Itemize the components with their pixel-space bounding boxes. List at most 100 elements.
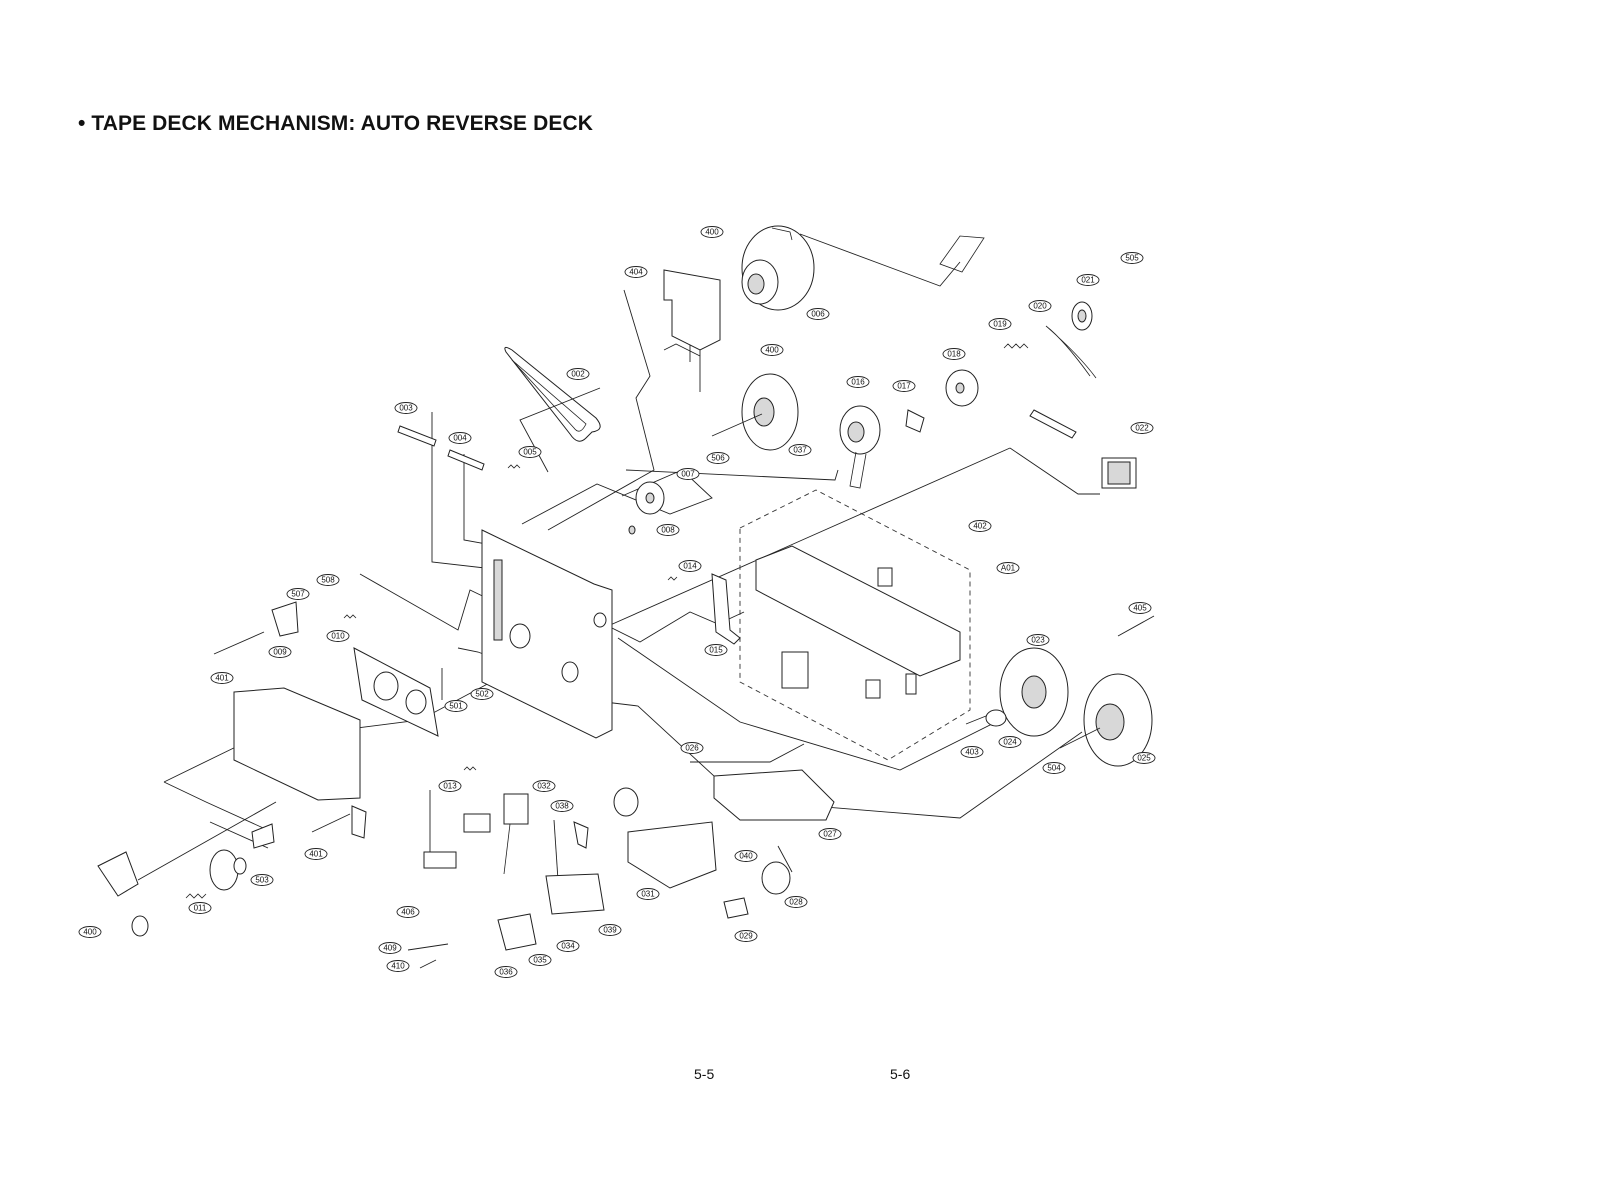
- callout-032: 032: [532, 780, 556, 792]
- svg-text:406: 406: [401, 908, 415, 917]
- parts: [97, 225, 1155, 969]
- screw-401: [213, 631, 265, 655]
- svg-text:029: 029: [739, 932, 753, 941]
- callout-039: 039: [598, 924, 622, 936]
- switch-lever: [939, 235, 985, 273]
- svg-text:004: 004: [453, 434, 467, 443]
- screw-401b: [311, 813, 351, 833]
- shaft-pin: [1029, 409, 1077, 439]
- callout-034: 034: [556, 940, 580, 952]
- svg-text:022: 022: [1135, 424, 1149, 433]
- roller-028: [761, 861, 791, 895]
- lever-015: [711, 573, 741, 645]
- svg-text:020: 020: [1033, 302, 1047, 311]
- svg-text:037: 037: [793, 446, 807, 455]
- callout-016: 016: [846, 376, 870, 388]
- svg-text:400: 400: [83, 928, 97, 937]
- svg-text:504: 504: [1047, 764, 1061, 773]
- callout-013: 013: [438, 780, 462, 792]
- svg-text:508: 508: [321, 576, 335, 585]
- svg-text:015: 015: [709, 646, 723, 655]
- slide-plate: [233, 687, 361, 801]
- callout-505: 505: [1120, 252, 1144, 264]
- callout-024: 024: [998, 736, 1022, 748]
- svg-text:507: 507: [291, 590, 305, 599]
- callout-403: 403: [960, 746, 984, 758]
- callout-508: 508: [316, 574, 340, 586]
- callout-026: 026: [680, 742, 704, 754]
- callout-028: 028: [784, 896, 808, 908]
- lever-assy: [627, 821, 717, 889]
- part-008: [628, 525, 636, 535]
- callout-504: 504: [1042, 762, 1066, 774]
- svg-text:010: 010: [331, 632, 345, 641]
- screw-410: [419, 959, 437, 969]
- svg-text:014: 014: [683, 562, 697, 571]
- callout-038: 038: [550, 800, 574, 812]
- svg-text:023: 023: [1031, 636, 1045, 645]
- svg-text:401: 401: [309, 850, 323, 859]
- callout-017: 017: [892, 380, 916, 392]
- svg-text:019: 019: [993, 320, 1007, 329]
- bracket-406: [423, 851, 457, 869]
- motor-part: [741, 225, 815, 311]
- callout-027: 027: [818, 828, 842, 840]
- callout-labels: 400 404 006 505 021 020 019 018 400 002 …: [78, 226, 1156, 978]
- svg-text:025: 025: [1137, 754, 1151, 763]
- knob: [131, 915, 149, 937]
- svg-text:013: 013: [443, 782, 457, 791]
- callout-401-left: 401: [210, 672, 234, 684]
- callout-014: 014: [678, 560, 702, 572]
- callout-002: 002: [566, 368, 590, 380]
- svg-text:401: 401: [215, 674, 229, 683]
- callout-023: 023: [1026, 634, 1050, 646]
- lever-009: [271, 601, 299, 637]
- lever-lower: [351, 805, 367, 839]
- lever-left: [97, 851, 139, 897]
- svg-text:005: 005: [523, 448, 537, 457]
- svg-text:028: 028: [789, 898, 803, 907]
- reel-023: [999, 647, 1069, 737]
- callout-503: 503: [250, 874, 274, 886]
- callout-406: 406: [396, 906, 420, 918]
- svg-text:007: 007: [681, 470, 695, 479]
- svg-text:024: 024: [1003, 738, 1017, 747]
- callout-015: 015: [704, 644, 728, 656]
- reel-037: [711, 373, 799, 451]
- callout-A01: A01: [996, 562, 1020, 574]
- bracket-003: [397, 425, 437, 447]
- spring-019: [1003, 343, 1029, 349]
- svg-text:011: 011: [194, 904, 207, 913]
- page-title: • TAPE DECK MECHANISM: AUTO REVERSE DECK: [78, 112, 594, 135]
- belt: [504, 346, 601, 442]
- svg-text:501: 501: [449, 702, 463, 711]
- callout-400-bottom: 400: [78, 926, 102, 938]
- motor-bracket: [663, 269, 721, 351]
- callout-003: 003: [394, 402, 418, 414]
- svg-text:400: 400: [705, 228, 719, 237]
- callout-020: 020: [1028, 300, 1052, 312]
- callout-507: 507: [286, 588, 310, 600]
- screw-405: [1117, 615, 1155, 637]
- svg-text:009: 009: [273, 648, 287, 657]
- svg-text:036: 036: [499, 968, 513, 977]
- spring-010: [343, 614, 357, 619]
- spring-011: [185, 893, 207, 899]
- gear-503: [209, 849, 239, 891]
- callout-031: 031: [636, 888, 660, 900]
- bracket-029: [723, 897, 749, 919]
- plate-035: [497, 913, 537, 951]
- callout-009: 009: [268, 646, 292, 658]
- callout-501: 501: [444, 700, 468, 712]
- svg-text:409: 409: [383, 944, 397, 953]
- callout-006: 006: [806, 308, 830, 320]
- gear-024: [985, 709, 1007, 727]
- svg-text:503: 503: [255, 876, 269, 885]
- svg-text:502: 502: [475, 690, 489, 699]
- spring-005: [507, 464, 521, 469]
- svg-text:008: 008: [661, 526, 675, 535]
- callout-010: 010: [326, 630, 350, 642]
- callout-029: 029: [734, 930, 758, 942]
- washer-018: [945, 369, 979, 407]
